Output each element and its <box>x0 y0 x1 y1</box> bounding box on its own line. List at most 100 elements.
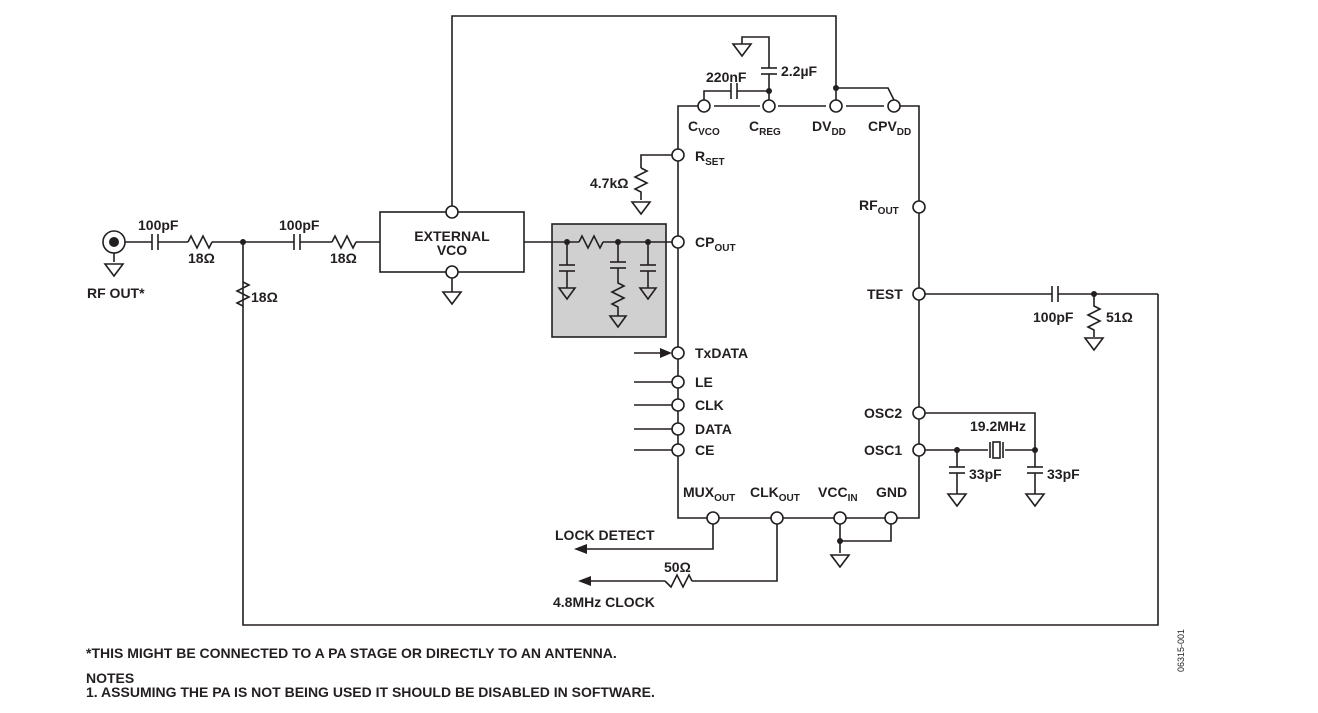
label-rset: RSET <box>695 148 725 168</box>
pin-gnd <box>884 511 898 525</box>
label-18-1: 18Ω <box>188 250 215 266</box>
label-50: 50Ω <box>664 559 691 575</box>
pin-osc1 <box>912 443 926 457</box>
label-rf-out: RF OUT* <box>87 285 145 301</box>
loop-filter-resistor <box>578 234 604 250</box>
figure-id: 06315-001 <box>1176 628 1186 672</box>
vco-supply-pin <box>445 205 459 219</box>
capacitor-100pf-test <box>1051 286 1059 302</box>
label-220nf: 220nF <box>706 69 747 85</box>
label-4k7: 4.7kΩ <box>590 175 628 191</box>
label-cpout: CPOUT <box>695 234 736 254</box>
junction-dot <box>833 85 839 91</box>
resistor-50 <box>664 573 693 589</box>
label-external-vco-2: VCO <box>437 242 467 258</box>
ground-icon <box>731 43 753 58</box>
footnote: *THIS MIGHT BE CONNECTED TO A PA STAGE O… <box>86 645 617 661</box>
ground-icon <box>441 291 463 306</box>
ground-icon <box>829 554 851 569</box>
pin-muxout <box>706 511 720 525</box>
label-2u2f: 2.2µF <box>781 63 818 79</box>
label-18-shunt: 18Ω <box>251 289 278 305</box>
label-le: LE <box>695 374 713 390</box>
resistor-rset <box>633 167 649 200</box>
pin-cpvdd <box>887 99 901 113</box>
pin-cpout <box>671 235 685 249</box>
capacitor-33pf-1 <box>949 450 965 494</box>
label-clock-4m8: 4.8MHz CLOCK <box>553 594 655 610</box>
ground-icon <box>1024 493 1046 508</box>
resistor-51 <box>1086 294 1102 337</box>
loop-filter-cap-3 <box>638 242 658 301</box>
pin-dvdd <box>829 99 843 113</box>
ground-icon <box>946 493 968 508</box>
vco-supply-wire <box>451 15 837 208</box>
dvdd-supply-wire <box>835 87 895 101</box>
label-33pf-1: 33pF <box>969 466 1002 482</box>
pin-osc2 <box>912 406 926 420</box>
resistor-18-shunt <box>235 281 251 307</box>
pin-rfout <box>912 200 926 214</box>
capacitor-220nf <box>703 83 770 100</box>
arrow-left-icon <box>574 544 587 554</box>
pin-data <box>671 422 685 436</box>
label-clk: CLK <box>695 397 724 413</box>
pin-le <box>671 375 685 389</box>
note-1: 1. ASSUMING THE PA IS NOT BEING USED IT … <box>86 684 655 700</box>
label-100pf-2: 100pF <box>279 217 320 233</box>
label-18-2: 18Ω <box>330 250 357 266</box>
junction-dot <box>837 538 843 544</box>
label-100pf-1: 100pF <box>138 217 179 233</box>
label-creg: CREG <box>749 118 781 138</box>
pin-vccin <box>833 511 847 525</box>
capacitor-33pf-2 <box>1027 450 1043 494</box>
junction-dot <box>240 239 246 245</box>
label-cpvdd: CPVDD <box>868 118 911 138</box>
label-vccin: VCCIN <box>818 484 858 504</box>
pin-clk <box>671 398 685 412</box>
capacitor-100pf-2 <box>293 234 301 250</box>
transceiver-chip-outline <box>677 105 920 519</box>
pin-test <box>912 287 926 301</box>
label-51: 51Ω <box>1106 309 1133 325</box>
label-data: DATA <box>695 421 732 437</box>
label-external-vco: EXTERNAL <box>414 228 490 244</box>
label-19m2: 19.2MHz <box>970 418 1026 434</box>
capacitor-100pf-1 <box>151 234 159 250</box>
loop-filter-cap-1 <box>557 242 577 301</box>
pin-clkout <box>770 511 784 525</box>
ground-icon <box>1083 337 1105 352</box>
arrow-right-icon <box>660 348 672 358</box>
label-100pf-test: 100pF <box>1033 309 1074 325</box>
ground-icon <box>630 201 652 216</box>
pin-ce <box>671 443 685 457</box>
label-clkout: CLKOUT <box>750 484 800 504</box>
label-muxout: MUXOUT <box>683 484 735 504</box>
pin-rset <box>671 148 685 162</box>
pin-cvco <box>697 99 711 113</box>
rf-out-connector-icon <box>102 230 126 254</box>
junction-dot <box>766 88 772 94</box>
resistor-18-1 <box>187 234 213 250</box>
label-dvdd: DVDD <box>812 118 846 138</box>
label-osc2: OSC2 <box>864 405 902 421</box>
label-rfout: RFOUT <box>859 197 899 217</box>
label-txdata: TxDATA <box>695 345 748 361</box>
label-osc1: OSC1 <box>864 442 902 458</box>
vco-ground-pin <box>445 265 459 279</box>
label-33pf-2: 33pF <box>1047 466 1080 482</box>
label-lock-detect: LOCK DETECT <box>555 527 655 543</box>
loop-filter-cap-2 <box>608 242 628 329</box>
pin-creg <box>762 99 776 113</box>
arrow-left-icon <box>578 576 591 586</box>
ground-icon <box>103 263 125 278</box>
label-cvco: CVCO <box>688 118 720 138</box>
resistor-18-2 <box>331 234 357 250</box>
pin-txdata <box>671 346 685 360</box>
label-test: TEST <box>867 286 903 302</box>
label-ce: CE <box>695 442 714 458</box>
crystal-19m2 <box>989 441 1004 459</box>
notes-heading: NOTES <box>86 670 135 686</box>
label-gnd: GND <box>876 484 907 500</box>
